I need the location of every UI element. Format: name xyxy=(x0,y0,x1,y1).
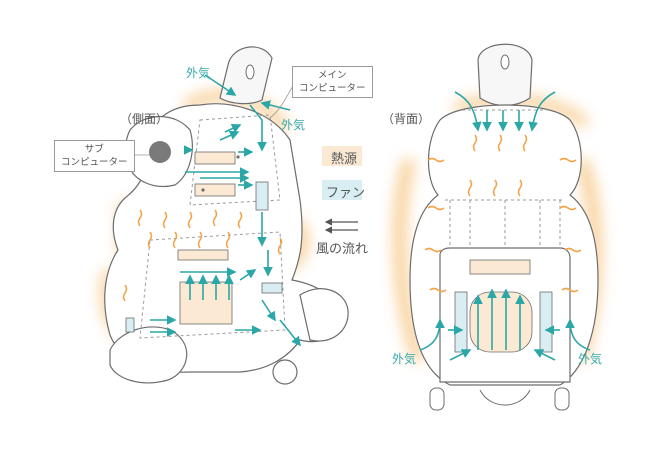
side-fan-small xyxy=(125,317,135,333)
back-airflow-arrows xyxy=(419,91,591,361)
sub-computer-line2: コンピューター xyxy=(61,157,128,168)
main-computer-line2: コンピューター xyxy=(299,83,366,94)
legend-heat-source-swatch xyxy=(322,146,362,166)
side-view-label: （側面） xyxy=(120,112,169,126)
back-heat-source-battery xyxy=(469,291,533,353)
main-computer-callout: メイン コンピューター xyxy=(292,66,373,98)
side-fan-upper xyxy=(255,181,269,211)
legend-fan-swatch xyxy=(322,180,362,200)
side-heat-waves xyxy=(122,209,283,302)
side-heat-source-sub xyxy=(194,183,236,197)
legend-airflow-label: 風の流れ xyxy=(316,242,369,257)
side-eye xyxy=(149,141,171,163)
back-outside-air-label-left: 外気 xyxy=(392,352,417,366)
main-computer-line1: メイン xyxy=(318,70,347,81)
side-heat-source-board xyxy=(177,249,229,261)
side-outside-air-label-right: 外気 xyxy=(281,118,306,132)
back-fan-left xyxy=(454,291,468,353)
sub-computer-line1: サブ xyxy=(84,144,104,155)
back-heat-waves xyxy=(424,134,582,293)
sub-computer-callout: サブ コンピューター xyxy=(54,140,135,172)
legend-heat-source-label: 熱源 xyxy=(331,152,358,167)
back-view-label: （背面） xyxy=(382,112,431,126)
back-fan-right xyxy=(539,291,553,353)
side-front-paw xyxy=(109,326,188,384)
legend-airflow-arrows xyxy=(324,218,358,234)
back-heat-source xyxy=(469,259,531,275)
side-fan-lower xyxy=(261,282,283,294)
side-view-robot xyxy=(100,46,349,385)
side-outside-air-label-top: 外気 xyxy=(186,66,211,80)
side-rear-paw xyxy=(299,288,349,342)
side-heat-source-battery xyxy=(179,281,233,325)
side-heat-source-main xyxy=(194,151,236,165)
back-view-robot xyxy=(392,43,602,411)
back-head xyxy=(477,43,533,107)
legend-fan-label: ファン xyxy=(326,186,366,201)
back-outside-air-label-right: 外気 xyxy=(578,352,603,366)
side-airflow-arrows xyxy=(150,74,301,347)
